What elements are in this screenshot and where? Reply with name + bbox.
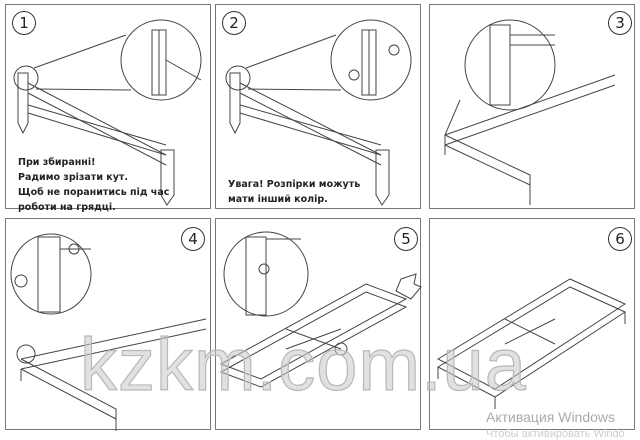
step-3-panel: 3 [429,4,635,209]
step-number: 3 [608,11,632,35]
step-note: Увага! Розпірки можуть мати інший колір. [228,179,361,205]
step-number: 2 [222,11,246,35]
step-6-illustration [436,278,627,409]
step-5-illustration [219,231,422,388]
step-number: 1 [12,11,36,35]
step-1-panel: 1 При збиранні! Радимо зрізати кут. Щоб … [5,4,211,213]
step-6-panel: 6 [429,218,635,430]
step-2-illustration [225,19,412,206]
step-number: 5 [394,227,418,251]
watermark: kzkm.com.ua [79,322,527,406]
step-number: 4 [181,227,205,251]
step-3-illustration [444,19,616,205]
step-note: При збиранні! Радимо зрізати кут. Щоб не… [18,157,170,213]
step-2-panel: 2 Увага! Розпірки можуть мати інший колі… [215,4,421,209]
windows-activation-subtitle: Чтобы активировать Windo [486,428,625,440]
step-5-panel: 5 [215,218,422,430]
step-4-panel: 4 [5,218,211,431]
step-1-illustration [13,19,202,206]
step-number: 6 [608,227,632,251]
step-4-illustration [10,233,207,431]
windows-activation-title: Активация Windows [486,409,616,425]
